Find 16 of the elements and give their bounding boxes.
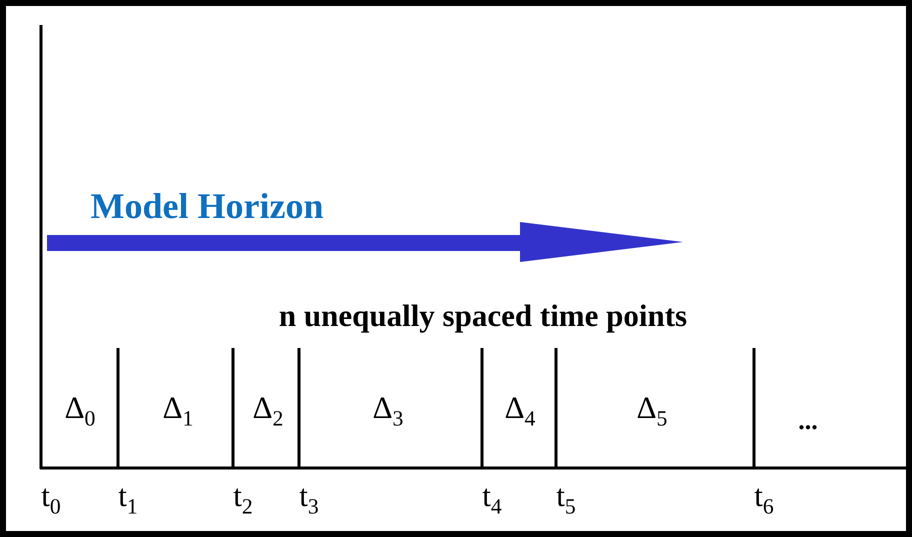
- arrow-label: Model Horizon: [90, 188, 324, 224]
- tick-label: t$_{4}$: [482, 480, 502, 518]
- interval-label: Δ$_{5}$: [636, 392, 668, 430]
- tick-label: t$_{6}$: [754, 480, 774, 518]
- tick-label: t$_{2}$: [233, 480, 253, 518]
- interval-label: Δ$_{2}$: [252, 392, 284, 430]
- tick-label: t$_{5}$: [556, 480, 576, 518]
- tick-label: t$_{1}$: [118, 480, 138, 518]
- tick-label: t$_{0}$: [41, 480, 61, 518]
- interval-label: Δ$_{3}$: [372, 392, 404, 430]
- ellipsis: ...: [798, 408, 818, 434]
- tick-label: t$_{3}$: [299, 480, 319, 518]
- interval-label: Δ$_{4}$: [504, 392, 536, 430]
- interval-label: Δ$_{0}$: [64, 392, 96, 430]
- axis-caption: n unequally spaced time points: [278, 300, 688, 331]
- interval-label: Δ$_{1}$: [162, 392, 194, 430]
